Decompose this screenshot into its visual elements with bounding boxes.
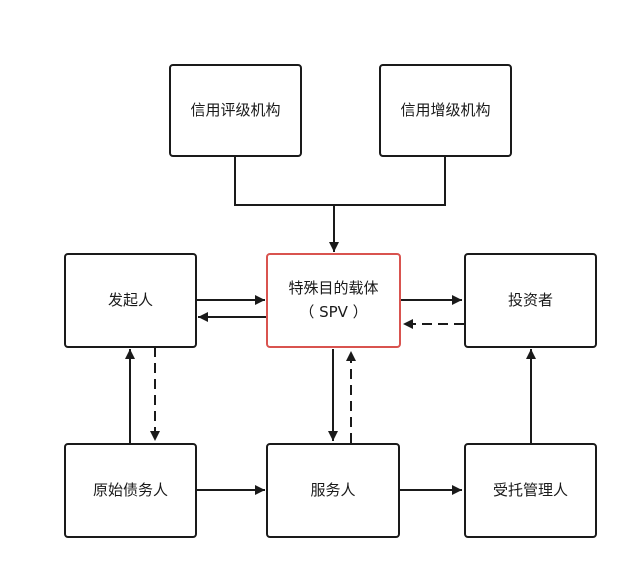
node-label: 受托管理人 [492, 480, 568, 499]
node-label: 服务人 [310, 480, 356, 499]
node-label: 特殊目的载体 [288, 279, 379, 298]
node-label: 投资者 [507, 290, 553, 309]
node-label: 发起人 [107, 290, 153, 309]
node-label-sub: （ SPV ） [299, 302, 368, 321]
node-original-debtor: 原始债务人 [64, 443, 197, 538]
node-label: 原始债务人 [92, 480, 168, 499]
node-spv: 特殊目的载体 （ SPV ） [266, 253, 401, 348]
node-credit-enhancer: 信用增级机构 [379, 64, 512, 157]
node-trustee: 受托管理人 [464, 443, 597, 538]
node-label: 信用增级机构 [400, 100, 491, 119]
node-rating-agency: 信用评级机构 [169, 64, 302, 157]
node-originator: 发起人 [64, 253, 197, 348]
node-investor: 投资者 [464, 253, 597, 348]
node-label: 信用评级机构 [190, 100, 281, 119]
connector-rating-to-merge [234, 157, 446, 206]
node-servicer: 服务人 [266, 443, 400, 538]
